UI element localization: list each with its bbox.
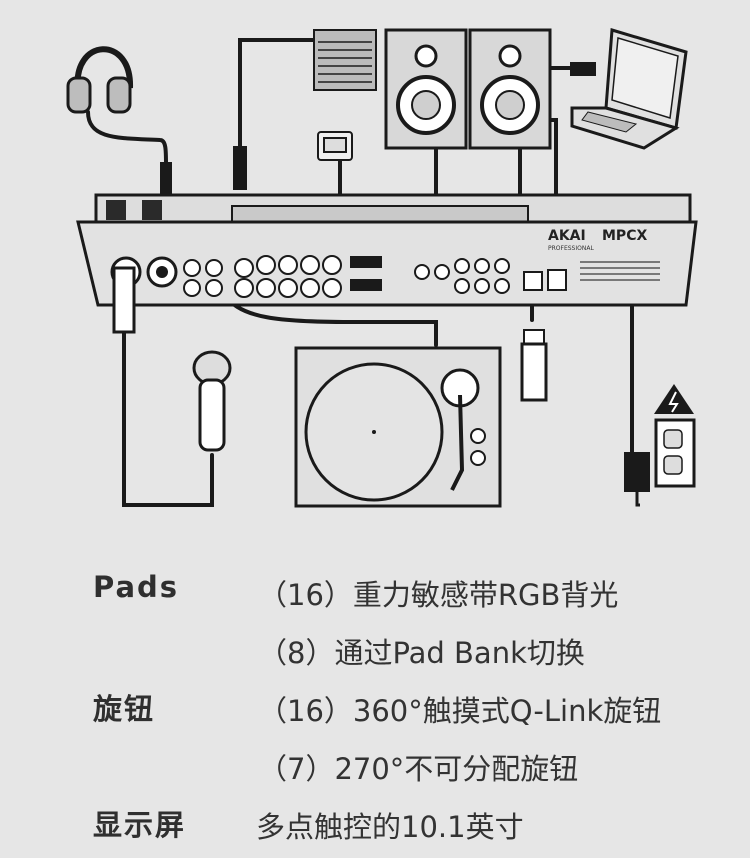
spec-label: 显示屏 [93,808,187,842]
connection-diagram: AKAI MPCX PROFESSIONAL [66,28,698,508]
spec-list: Pads （16）重力敏感带RGB背光 （8）通过Pad Bank切换 旋钮 （… [0,540,750,848]
power-adapter-icon [317,131,353,161]
spec-row: （8）通过Pad Bank切换 [0,628,750,684]
power-brick-icon [624,452,650,507]
power-outlet-icon [654,418,696,488]
spec-row: Pads （16）重力敏感带RGB背光 [0,570,750,626]
studio-monitor-right-icon [468,28,552,150]
microphone-icon [192,350,232,452]
mpc-x-rear-panel: AKAI MPCX PROFESSIONAL [76,193,698,307]
footswitch-icon [313,29,377,91]
spec-row: 显示屏 多点触控的10.1英寸 [0,802,750,858]
headphone-cable [86,110,168,167]
pedal-cable [238,38,318,152]
subbrand-logo: PROFESSIONAL [548,245,594,252]
spec-row: 旋钮 （16）360°触摸式Q-Link旋钮 [0,686,750,742]
brand-logo: AKAI [548,228,586,244]
model-logo: MPCX [602,228,647,244]
spec-value: （7）270°不可分配旋钮 [258,752,579,786]
spec-value: （16）360°触摸式Q-Link旋钮 [258,694,662,728]
headphones-icon [66,46,134,114]
spec-value: （16）重力敏感带RGB背光 [258,578,619,612]
usb-drive-icon [520,329,548,402]
laptop-icon [570,28,688,150]
microphone-cable [122,328,214,507]
studio-monitor-left-icon [384,28,468,150]
warning-icon [654,384,694,414]
spec-label: 旋钮 [93,692,156,726]
spec-value: 多点触控的10.1英寸 [256,810,524,844]
turntable-icon [294,346,502,508]
spec-label: Pads [93,570,180,604]
spec-row: （7）270°不可分配旋钮 [0,744,750,800]
spec-value: （8）通过Pad Bank切换 [258,636,585,670]
